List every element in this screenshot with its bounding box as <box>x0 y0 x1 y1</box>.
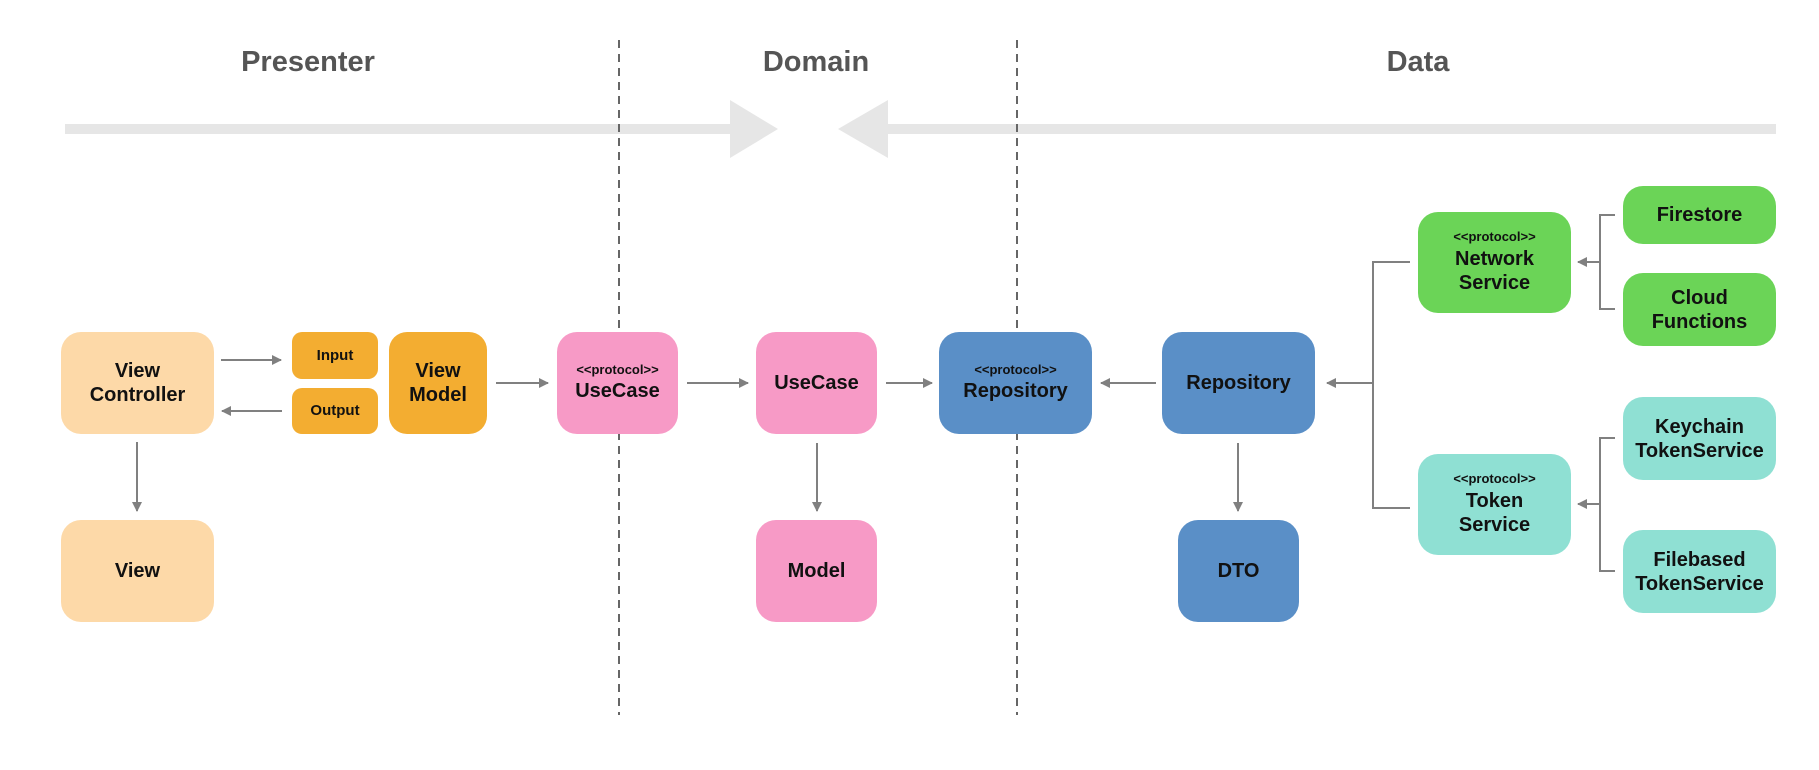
token-service-label-line2: Service <box>1458 513 1531 536</box>
model-label: Model <box>787 560 846 582</box>
data-dependency-bar <box>888 124 1776 134</box>
repository-protocol-label: Repository <box>963 380 1068 403</box>
usecase-label: UseCase <box>774 372 859 394</box>
cloud-functions-label-line1: Cloud <box>1671 286 1728 309</box>
services-bracket <box>1372 261 1410 509</box>
firestore-label: Firestore <box>1656 204 1743 226</box>
cloud-functions-box: Cloud Functions <box>1623 273 1776 346</box>
usecase-protocol-label: UseCase <box>575 380 660 403</box>
data-dependency-arrowhead <box>838 100 888 158</box>
data-layer-title: Data <box>1386 46 1450 78</box>
network-impl-bracket <box>1599 214 1615 310</box>
token-service-box: <<protocol>> Token Service <box>1418 454 1571 555</box>
view-controller-box: View Controller <box>61 332 214 434</box>
input-label: Input <box>316 346 354 364</box>
output-box: Output <box>292 388 378 434</box>
usecase-protocol-stereotype: <<protocol>> <box>576 361 659 377</box>
repository-protocol-box: <<protocol>> Repository <box>939 332 1092 434</box>
filebased-token-service-label-line1: Filebased <box>1653 548 1746 571</box>
domain-layer-title: Domain <box>762 46 870 78</box>
network-service-label-line2: Service <box>1458 271 1531 294</box>
firestore-box: Firestore <box>1623 186 1776 244</box>
input-box: Input <box>292 332 378 379</box>
dependency-direction-band <box>65 100 1776 158</box>
filebased-token-service-label-line2: TokenService <box>1635 572 1764 595</box>
output-label: Output <box>310 402 360 419</box>
view-controller-label-line1: View <box>114 360 161 382</box>
dto-label: DTO <box>1217 560 1260 582</box>
repository-box: Repository <box>1162 332 1315 434</box>
dto-box: DTO <box>1178 520 1299 622</box>
presenter-dependency-arrowhead <box>730 100 778 158</box>
token-impl-bracket <box>1599 437 1615 572</box>
keychain-token-service-label-line2: TokenService <box>1635 439 1764 462</box>
model-box: Model <box>756 520 877 622</box>
usecase-protocol-box: <<protocol>> UseCase <box>557 332 678 434</box>
view-model-label-line2: Model <box>409 384 467 406</box>
view-model-box: View Model <box>389 332 487 434</box>
presenter-dependency-bar <box>65 124 730 134</box>
network-service-stereotype: <<protocol>> <box>1453 229 1536 245</box>
view-model-label-line1: View <box>415 360 461 382</box>
view-controller-label-line2: Controller <box>89 384 186 406</box>
presenter-layer-title: Presenter <box>241 46 375 78</box>
keychain-token-service-box: Keychain TokenService <box>1623 397 1776 480</box>
repository-label: Repository <box>1186 372 1291 394</box>
repository-protocol-stereotype: <<protocol>> <box>974 361 1057 377</box>
keychain-token-service-label-line1: Keychain <box>1655 415 1744 438</box>
token-service-stereotype: <<protocol>> <box>1453 471 1536 487</box>
token-service-label-line1: Token <box>1465 489 1524 512</box>
usecase-box: UseCase <box>756 332 877 434</box>
cloud-functions-label-line2: Functions <box>1651 310 1748 333</box>
filebased-token-service-box: Filebased TokenService <box>1623 530 1776 613</box>
view-label: View <box>114 560 161 582</box>
network-service-label-line1: Network <box>1455 247 1534 270</box>
network-service-box: <<protocol>> Network Service <box>1418 212 1571 313</box>
view-box: View <box>61 520 214 622</box>
